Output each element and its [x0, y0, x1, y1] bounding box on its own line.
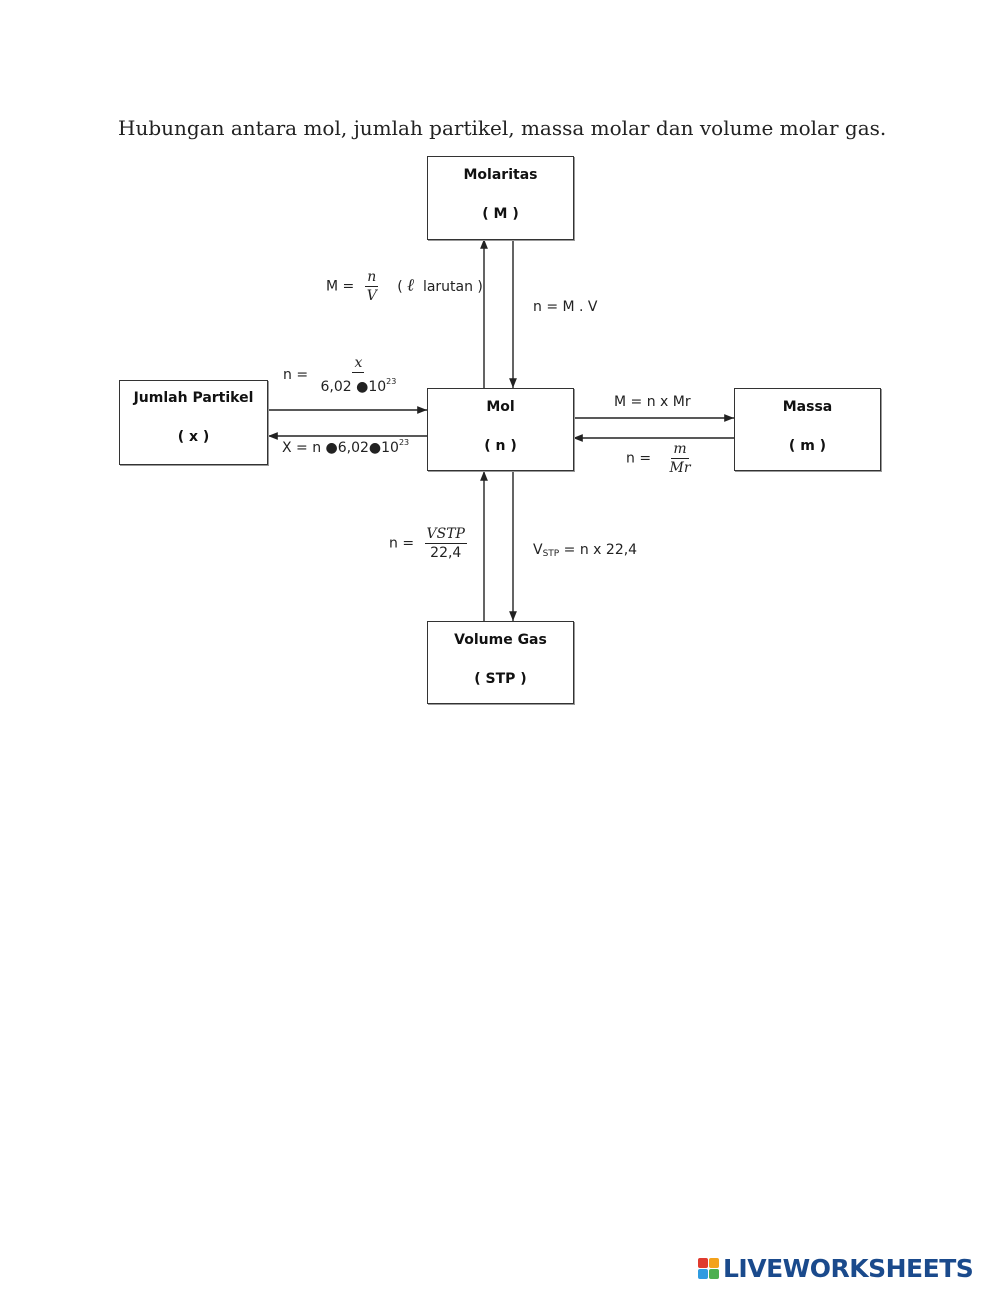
liveworksheets-watermark: LIVEWORKSHEETS: [698, 1253, 974, 1283]
watermark-text: LIVEWORKSHEETS: [723, 1253, 974, 1283]
liter-symbol: ℓ: [407, 275, 415, 296]
volume-gas-label: Volume Gas: [454, 632, 547, 648]
fraction-denominator: 22,4: [430, 545, 462, 561]
denominator-exponent: 23: [386, 377, 397, 386]
formula-note: larutan ): [422, 278, 483, 295]
fraction-numerator: n: [365, 269, 379, 287]
formula-lhs: n =: [389, 535, 415, 552]
molaritas-box: Molaritas ( M ): [427, 156, 574, 240]
fraction: n V: [365, 268, 379, 305]
formula-text: X = n ●6,02●10: [282, 440, 399, 456]
molaritas-symbol: ( M ): [482, 206, 519, 222]
fraction: x 6,02 ●1023: [319, 354, 399, 396]
formula-lhs: n =: [283, 367, 309, 383]
volume-subscript: STP: [542, 549, 560, 559]
fraction-denominator: V: [366, 288, 377, 304]
formula-mol-from-jumlah: n = x 6,02 ●1023: [283, 354, 398, 396]
formula-lhs: M =: [326, 278, 355, 295]
volume-gas-box: Volume Gas ( STP ): [427, 621, 574, 704]
jumlah-partikel-label: Jumlah Partikel: [133, 390, 254, 406]
massa-label: Massa: [782, 399, 833, 415]
liveworksheets-logo-icon: [698, 1257, 719, 1279]
formula-volume-from-mol: VSTP = n x 22,4: [533, 542, 637, 559]
mol-symbol: ( n ): [484, 438, 517, 454]
molaritas-label: Molaritas: [463, 167, 538, 183]
formula-massa-from-mol: M = n x Mr: [614, 394, 691, 410]
formula-exponent: 23: [398, 438, 410, 447]
fraction-numerator: m: [671, 441, 689, 459]
jumlah-partikel-box: Jumlah Partikel ( x ): [119, 380, 268, 465]
formula-mol-from-massa: n = m Mr: [626, 440, 693, 477]
fraction-numerator: x: [352, 355, 365, 373]
volume-gas-symbol: ( STP ): [474, 671, 527, 687]
fraction: VSTP 22,4: [424, 525, 467, 562]
jumlah-partikel-symbol: ( x ): [177, 429, 210, 445]
mol-box: Mol ( n ): [427, 388, 574, 471]
formula-mol-from-molaritas: n = M . V: [533, 299, 598, 315]
formula-mol-from-volume: n = VSTP 22,4: [389, 525, 467, 562]
volume-symbol: V: [533, 542, 543, 558]
formula-note-open: (: [397, 278, 403, 295]
formula-molaritas-from-mol: M = n V ( ℓ larutan ): [326, 268, 483, 305]
denominator-base: 6,02 ●10: [320, 379, 387, 395]
fraction-denominator: Mr: [669, 460, 691, 476]
formula-jumlah-from-mol: X = n ●6,02●1023: [282, 438, 409, 456]
fraction-denominator: 6,02 ●1023: [319, 373, 399, 396]
mol-label: Mol: [486, 399, 515, 415]
fraction-numerator: VSTP: [424, 526, 467, 544]
formula-rhs: = n x 22,4: [559, 542, 638, 558]
massa-symbol: ( m ): [788, 438, 827, 454]
page-title: Hubungan antara mol, jumlah partikel, ma…: [118, 116, 887, 140]
fraction: m Mr: [668, 440, 693, 477]
formula-lhs: n =: [626, 450, 652, 467]
massa-box: Massa ( m ): [734, 388, 881, 471]
